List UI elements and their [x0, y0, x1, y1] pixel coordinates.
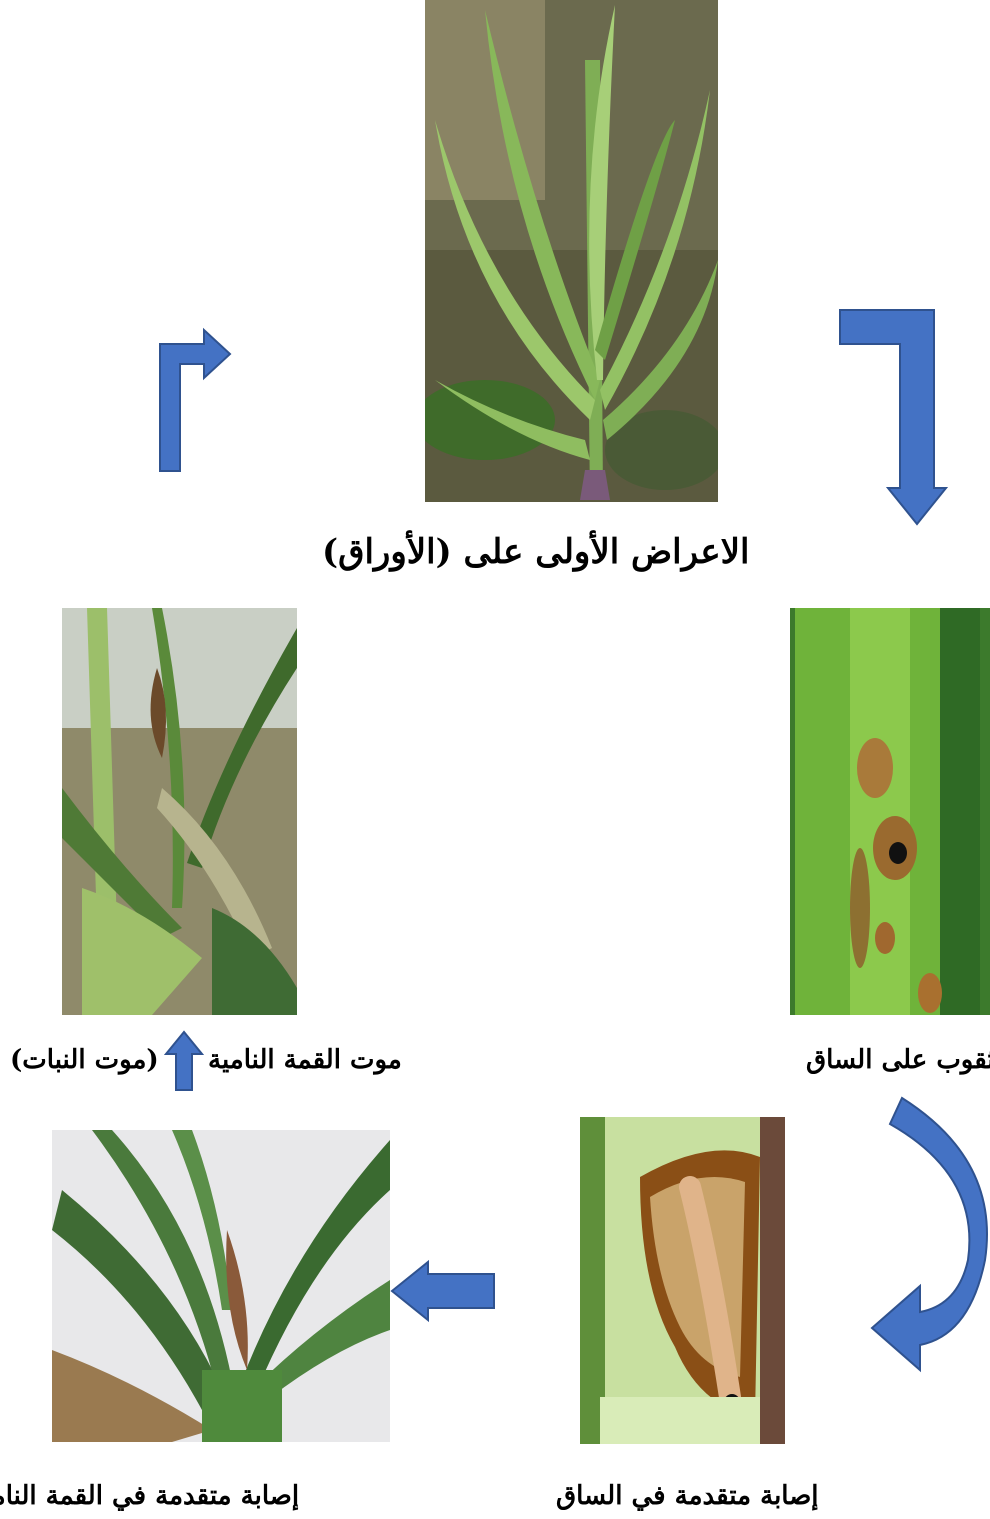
caption-stem-holes: ثقوب على الساق: [806, 1047, 990, 1073]
arrow-curved-stem-holes-to-advanced: [860, 1090, 990, 1374]
larva-in-stem-photo: [580, 1117, 785, 1444]
arrow-tip-to-death: [164, 1030, 204, 1092]
stem-holes-photo: [790, 608, 990, 1015]
caption-advanced-tip-infestation: إصابة متقدمة في القمة النامية: [0, 1483, 299, 1509]
dead-plant-photo: [62, 608, 297, 1015]
caption-plant-death: (موت النبات): [10, 1047, 159, 1073]
damaged-growing-tip-photo: [52, 1130, 390, 1442]
arrow-return-to-leaves: [158, 308, 234, 473]
arrow-stem-to-tip: [390, 1260, 496, 1322]
caption-growing-tip-death: موت القمة النامية: [208, 1047, 402, 1073]
arrow-leaves-to-stem: [838, 308, 948, 528]
caption-advanced-stem-infestation: إصابة متقدمة في الساق: [556, 1483, 819, 1509]
caption-first-symptoms-leaves: الاعراض الأولى على (الأوراق): [322, 535, 749, 569]
young-maize-leaves-photo: [425, 0, 718, 502]
